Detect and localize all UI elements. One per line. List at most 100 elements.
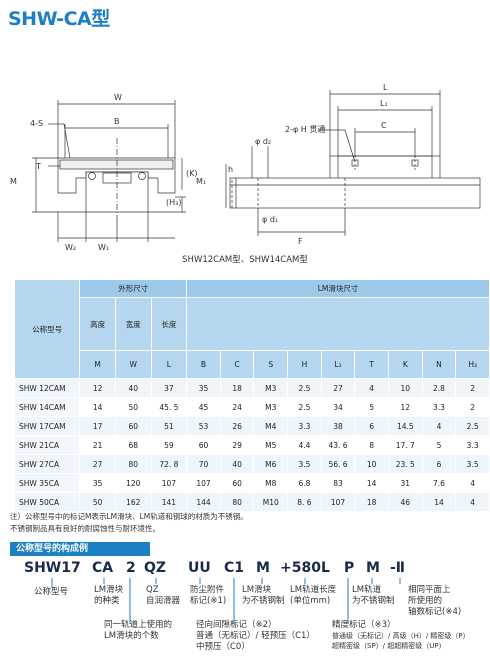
model-cell: SHW 35CA <box>13 473 81 493</box>
code-dust: UU <box>188 560 211 576</box>
value-cell: 2.5 <box>287 397 322 417</box>
value-cell: 68 <box>114 435 152 455</box>
value-cell: 3.3 <box>455 435 490 455</box>
value-cell: 6 <box>421 454 457 474</box>
dim-k: (K) <box>186 169 198 178</box>
value-cell: 35 <box>186 378 221 398</box>
label-stainless-block: LM滑块 为不锈钢制 <box>242 585 285 606</box>
value-cell: 3.3 <box>287 416 322 436</box>
value-cell: 3.5 <box>287 454 322 474</box>
value-cell: 29 <box>219 435 255 455</box>
model-cell: SHW 12CAM <box>13 378 81 398</box>
value-cell: 162 <box>114 492 152 512</box>
dim-f: F <box>298 237 303 246</box>
value-cell: 31 <box>387 473 423 493</box>
unit-header: N <box>421 350 457 379</box>
value-cell: 40 <box>114 378 152 398</box>
group-outline: 外形尺寸 <box>79 279 188 298</box>
value-cell: 37 <box>150 378 188 398</box>
value-cell: 6 <box>354 416 389 436</box>
value-cell: 107 <box>186 473 221 493</box>
value-cell: 2.8 <box>421 378 457 398</box>
code-model: SHW17 <box>24 560 81 576</box>
value-cell: 24 <box>219 397 255 417</box>
value-cell: 45. 5 <box>150 397 188 417</box>
example-title-bar: 公称型号的构成例 <box>10 542 150 556</box>
value-cell: 53 <box>186 416 221 436</box>
value-cell: 60 <box>219 473 255 493</box>
value-cell: 14 <box>354 473 389 493</box>
header-length: 长度 <box>150 297 188 351</box>
code-accuracy: P <box>344 560 355 576</box>
value-cell: 120 <box>114 473 152 493</box>
unit-header: L₁ <box>320 350 356 379</box>
value-cell: 5 <box>421 435 457 455</box>
dim-c: C <box>381 121 387 130</box>
label-block-count: 同一轨道上使用的 LM滑块的个数 <box>104 620 173 641</box>
value-cell: 8. 6 <box>287 492 322 512</box>
label-dust: 防尘附件 标记(※1) <box>190 585 227 606</box>
dim-s: 4-S <box>30 119 43 128</box>
value-cell: M3 <box>253 397 289 417</box>
value-cell: 4.4 <box>287 435 322 455</box>
value-cell: 18 <box>354 492 389 512</box>
page-title: SHW-CA型 <box>8 8 110 30</box>
value-cell: 4 <box>421 416 457 436</box>
value-cell: 60 <box>114 416 152 436</box>
dim-h3: (H₃) <box>166 198 181 207</box>
value-cell: 4 <box>455 473 490 493</box>
value-cell: 46 <box>387 492 423 512</box>
value-cell: 38 <box>320 416 356 436</box>
value-cell: 26 <box>219 416 255 436</box>
value-cell: 107 <box>150 473 188 493</box>
value-cell: 5 <box>354 397 389 417</box>
label-block-type: LM滑块 的种类 <box>94 585 124 606</box>
value-cell: 80 <box>219 492 255 512</box>
header-width: 宽度 <box>114 297 152 351</box>
note-line: 不锈钢制品具有良好的耐腐蚀性与耐环境性。 <box>10 524 160 533</box>
unit-header: T <box>354 350 389 379</box>
label-rail-length: LM轨道长度 (单位mm) <box>290 585 337 606</box>
dim-t: T <box>35 162 41 171</box>
unit-header: M <box>79 350 116 379</box>
dim-l1: L₁ <box>380 99 388 108</box>
unit-header: B <box>186 350 221 379</box>
unit-header: C <box>219 350 255 379</box>
value-cell: 40 <box>219 454 255 474</box>
value-cell: 27 <box>79 454 116 474</box>
unit-header: K <box>387 350 423 379</box>
dim-w2: W₂ <box>65 243 76 252</box>
model-cell: SHW 17CAM <box>13 416 81 436</box>
value-cell: 4 <box>354 378 389 398</box>
dim-m1: M₁ <box>196 177 206 186</box>
unit-header: H <box>287 350 322 379</box>
code-clearance: C1 <box>224 560 245 576</box>
value-cell: 6.8 <box>287 473 322 493</box>
value-cell: 144 <box>186 492 221 512</box>
model-cell: SHW 27CA <box>13 454 81 474</box>
value-cell: 8 <box>354 435 389 455</box>
label-model: 公称型号 <box>34 587 69 597</box>
value-cell: 2.5 <box>455 416 490 436</box>
value-cell: 2 <box>455 397 490 417</box>
unit-header: L <box>150 350 188 379</box>
value-cell: 35 <box>79 473 116 493</box>
value-cell: 17. 7 <box>387 435 423 455</box>
value-cell: 3.5 <box>455 454 490 474</box>
label-clearance: 径向间隙标记（※2） 普通（无标记）/ 轻预压（C1） 中预压（C0） <box>196 620 315 652</box>
value-cell: 2.5 <box>287 378 322 398</box>
value-cell: M10 <box>253 492 289 512</box>
model-cell: SHW 14CAM <box>13 397 81 417</box>
notes: 注）公称型号中的标记M表示LM滑块、LM轨道和钢球的材质为不锈钢。 不锈钢制品具… <box>10 511 248 535</box>
dim-d2: φ d₂ <box>255 137 271 146</box>
label-stainless-rail: LM轨道 为不锈钢制 <box>352 585 395 606</box>
model-cell: SHW 50CA <box>13 492 81 512</box>
value-cell: 12 <box>79 378 116 398</box>
dim-d1: φ d₁ <box>262 215 278 224</box>
